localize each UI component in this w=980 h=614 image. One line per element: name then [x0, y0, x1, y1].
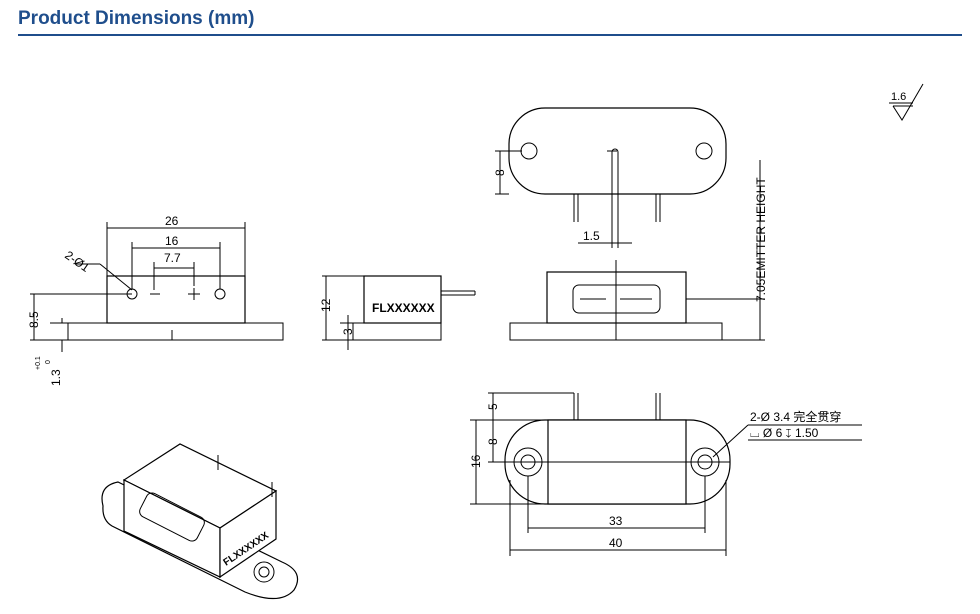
top-emitter-slot [611, 148, 619, 194]
front-width-label: 26 [165, 214, 179, 228]
top-pin-offset-label: 1.5 [583, 229, 600, 243]
emitter-height-label: 7.05EMITTER HEIGHT [754, 177, 768, 302]
front-spacing-label: 16 [165, 234, 179, 248]
side-view: FLXXXXXX 12 3 [319, 275, 476, 350]
front-base-tol-lower: 0 [45, 360, 52, 364]
bottom-dim16-label: 16 [469, 454, 483, 468]
side-model-label: FLXXXXXX [372, 301, 435, 315]
bottom-dim8-label: 8 [486, 438, 500, 445]
front-inner-label: 7.7 [164, 251, 181, 265]
side-base-label: 3 [341, 328, 355, 335]
top-offset-label: 8 [493, 169, 507, 176]
front-height-label: 8.5 [27, 311, 41, 328]
top-view: 8 1.5 [493, 107, 727, 248]
title-underline [18, 34, 962, 36]
side-base [352, 322, 442, 341]
side-body [363, 275, 442, 324]
bottom-counterbore-note: ⌴ Ø 6 ↧ 1.50 [750, 426, 819, 440]
page-title: Product Dimensions (mm) [18, 8, 255, 29]
side-height-label: 12 [319, 298, 333, 312]
iso-side-face [219, 489, 277, 579]
isometric-view: FLXXXXXX [101, 443, 299, 600]
iso-hole-outer [253, 561, 275, 583]
front-base-label: 1.3 [49, 369, 63, 386]
bottom-hole-note: 2-Ø 3.4 完全贯穿 [750, 409, 841, 424]
iso-window [139, 492, 205, 542]
front-holes-label: 2-Ø1 [62, 248, 92, 275]
bottom-dim33-label: 33 [609, 514, 623, 528]
top-hole-right [695, 142, 713, 160]
bottom-dim5-label: 5 [486, 403, 500, 410]
iso-hole-inner [258, 566, 270, 578]
roughness-value: 1.6 [891, 91, 906, 103]
front-base [67, 322, 284, 341]
front-view: 26 16 7.7 2-Ø1 8.5 1.3 +0.1 0 [27, 214, 284, 386]
bottom-view: 5 8 16 33 40 2-Ø 3.4 完全贯穿 ⌴ Ø 6 ↧ 1.50 [469, 392, 862, 556]
front-base-tol-upper: +0.1 [35, 356, 42, 370]
rear-view: 7.05EMITTER HEIGHT [509, 160, 768, 341]
bottom-dim40-label: 40 [609, 536, 623, 550]
front-body [106, 275, 246, 324]
roughness-symbol: 1.6 [889, 83, 924, 121]
